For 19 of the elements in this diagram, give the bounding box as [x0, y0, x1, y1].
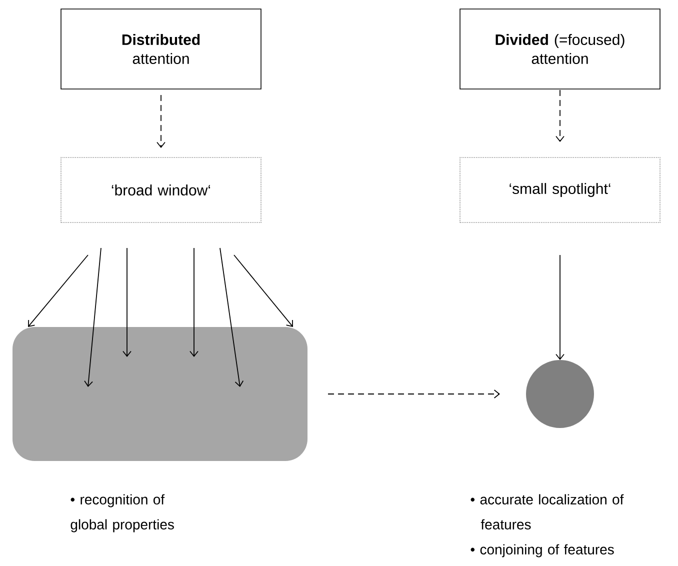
- arrow: [84, 248, 102, 387]
- dashed-arrow: [556, 90, 564, 142]
- arrow: [122, 248, 132, 357]
- arrow: [190, 248, 198, 357]
- arrow: [220, 248, 244, 387]
- arrow: [556, 254, 564, 360]
- window-area: [12, 327, 308, 461]
- window-box: ‘small spotlight‘: [460, 157, 660, 223]
- arrow: [234, 254, 293, 327]
- bullet-text: • accurate localization of features: [470, 494, 624, 530]
- attention-box: Distributed attention: [60, 8, 262, 90]
- attention-box: Divided (=focused) attention: [460, 8, 660, 90]
- bullet-text: • conjoining of features: [470, 544, 614, 558]
- dashed-arrow: [156, 94, 166, 148]
- arrow: [28, 254, 88, 327]
- dashed-arrow: [328, 390, 500, 398]
- bullet-text: • recognition of global properties: [70, 494, 174, 532]
- spotlight-circle: [526, 360, 594, 428]
- window-box: ‘broad window‘: [60, 157, 262, 223]
